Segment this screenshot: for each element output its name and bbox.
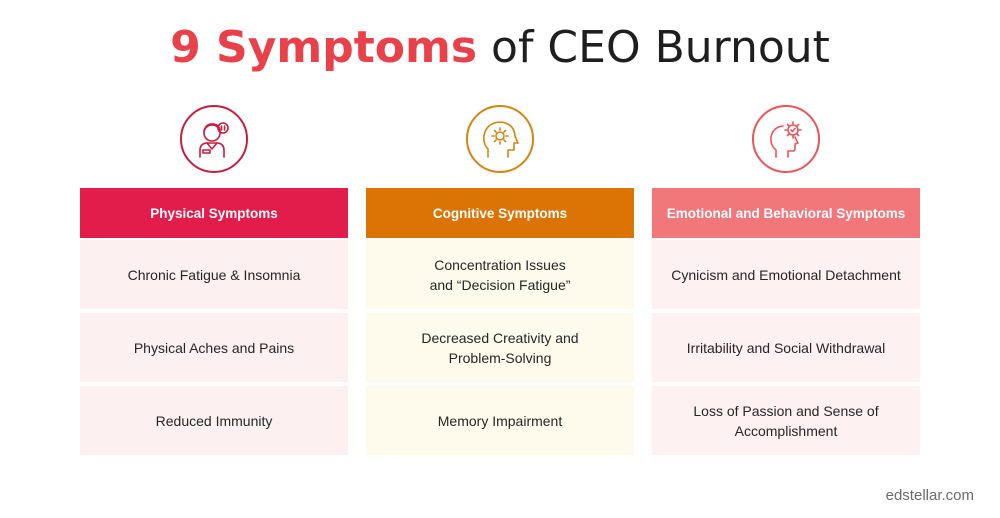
symptom-cell: Reduced Immunity	[80, 386, 348, 455]
brain-gear-icon	[466, 105, 534, 173]
header-emotional: Emotional and Behavioral Symptoms	[652, 188, 920, 238]
page-title: 9 Symptoms of CEO Burnout	[0, 22, 1000, 73]
header-physical: Physical Symptoms	[80, 188, 348, 238]
title-accent: 9 Symptoms	[170, 22, 478, 73]
header-cognitive: Cognitive Symptoms	[366, 188, 634, 238]
footer-brand: edstellar.com	[885, 487, 974, 504]
title-rest: of CEO Burnout	[491, 22, 830, 73]
symptom-cell: Memory Impairment	[366, 386, 634, 455]
person-care-icon	[180, 105, 248, 173]
symptom-cell: Loss of Passion and Sense of Accomplishm…	[652, 386, 920, 455]
symptom-cell: Irritability and Social Withdrawal	[652, 313, 920, 382]
head-gear-icon	[752, 105, 820, 173]
symptom-cell: Physical Aches and Pains	[80, 313, 348, 382]
symptom-cell: Decreased Creativity and Problem-Solving	[366, 313, 634, 382]
symptom-cell: Chronic Fatigue & Insomnia	[80, 240, 348, 309]
symptom-cell: Concentration Issues and “Decision Fatig…	[366, 240, 634, 309]
symptom-cell: Cynicism and Emotional Detachment	[652, 240, 920, 309]
